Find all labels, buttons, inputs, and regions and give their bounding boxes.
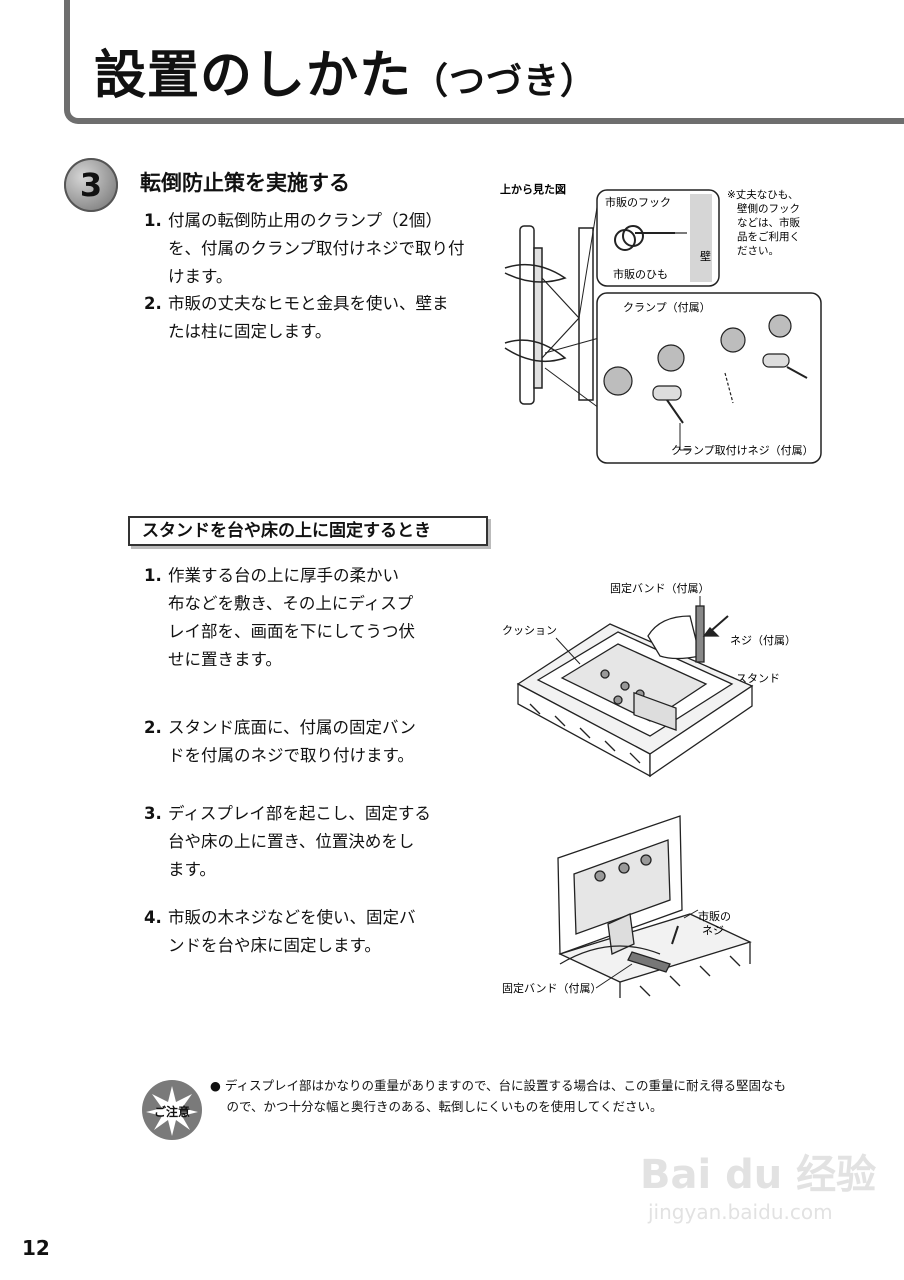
wall-illustration bbox=[690, 194, 712, 282]
display-rear-illustration bbox=[557, 815, 683, 965]
page-number: 12 bbox=[22, 1236, 50, 1260]
leader-line bbox=[683, 909, 699, 919]
leader-line bbox=[555, 637, 581, 665]
watermark-logo: Bai du 经验 bbox=[640, 1152, 877, 1198]
display-back-illustration bbox=[536, 631, 734, 737]
item-line: ドを付属のネジで取り付けます。 bbox=[168, 746, 414, 765]
item-line: ディスプレイ部を起こし、固定する bbox=[168, 804, 431, 823]
table-illustration bbox=[558, 913, 752, 998]
display-side-illustration bbox=[504, 225, 567, 405]
hook-illustration bbox=[614, 225, 687, 251]
step-title: 転倒防止策を実施する bbox=[140, 171, 350, 195]
item-line: せに置きます。 bbox=[168, 650, 282, 669]
stand-illustration bbox=[647, 605, 729, 663]
item-number: 2. bbox=[144, 294, 162, 313]
item-line: 市販の丈夫なヒモと金具を使い、壁ま bbox=[168, 294, 449, 313]
leader-line bbox=[709, 667, 735, 679]
note-line: などは、市販 bbox=[737, 216, 800, 229]
leader-line bbox=[595, 963, 633, 989]
item-line: レイ部を、画面を下にしてうつ伏 bbox=[168, 622, 416, 641]
string-line bbox=[541, 317, 580, 359]
item-number: 2. bbox=[144, 718, 162, 737]
page-title-sub: （つづき） bbox=[412, 61, 598, 102]
commercial-note: ※丈夫なひも、 壁側のフック などは、市販 品をご利用く ださい。 bbox=[727, 189, 800, 257]
note-line: 壁側のフック bbox=[737, 202, 800, 215]
anti-tip-figure: 上から見た図 市販のフック 壁 市販のひも ※丈夫なひも、 壁側のフック などは… bbox=[500, 182, 822, 464]
hook-callout-box bbox=[596, 189, 720, 287]
item-number: 3. bbox=[144, 804, 162, 823]
clamp-callout-box bbox=[596, 292, 822, 464]
face-down-figure: 固定バンド（付属） クッション ネジ（付属） スタンド bbox=[502, 581, 790, 778]
item-number: 1. bbox=[144, 211, 162, 230]
caution-badge: ご注意 bbox=[142, 1080, 202, 1140]
caution-line: ● ディスプレイ部はかなりの重量がありますので、台に設置する場合は、この重量に耐… bbox=[210, 1078, 787, 1093]
note-line: 品をご利用く bbox=[737, 230, 800, 243]
header-frame bbox=[64, 0, 904, 124]
wall-label: 壁 bbox=[700, 249, 711, 263]
item-line: ンドを台や床に固定します。 bbox=[168, 936, 381, 955]
clamp-illustration bbox=[603, 314, 808, 424]
item-line: 作業する台の上に厚手の柔かい bbox=[168, 566, 399, 585]
caution-line: ので、かつ十分な幅と奥行きのある、転倒しにくいものを使用してください。 bbox=[210, 1099, 663, 1114]
cushion-label: クッション bbox=[502, 624, 557, 637]
hook-label: 市販のフック bbox=[605, 195, 671, 209]
view-label: 上から見た図 bbox=[500, 182, 566, 196]
note-line: ※丈夫なひも、 bbox=[727, 189, 798, 201]
band-label: 固定バンド（付属） bbox=[502, 981, 602, 995]
item-line: スタンド底面に、付属の固定バン bbox=[168, 718, 416, 737]
stand-label: スタンド bbox=[736, 672, 780, 685]
item-number: 1. bbox=[144, 566, 162, 585]
wood-screw-label-line: 市販の bbox=[698, 909, 731, 923]
item-line: ます。 bbox=[168, 860, 216, 879]
wood-screw-label-line: ネジ bbox=[702, 924, 724, 937]
string-label: 市販のひも bbox=[613, 267, 668, 281]
caution-text: ● ディスプレイ部はかなりの重量がありますので、台に設置する場合は、この重量に耐… bbox=[210, 1075, 786, 1117]
upright-figure: 市販の ネジ 固定バンド（付属） bbox=[502, 815, 752, 998]
note-line: ださい。 bbox=[737, 245, 779, 257]
watermark-url: jingyan.baidu.com bbox=[648, 1200, 833, 1224]
stand-section-heading: スタンドを台や床の上に固定するとき bbox=[128, 516, 488, 546]
item-number: 4. bbox=[144, 908, 162, 927]
fixing-band-illustration bbox=[627, 925, 679, 973]
string-line bbox=[541, 277, 580, 319]
item-line: たは柱に固定します。 bbox=[168, 322, 332, 341]
page-title: 設置のしかた（つづき） bbox=[94, 50, 597, 102]
leader-line bbox=[544, 367, 600, 409]
caution-badge-label: ご注意 bbox=[154, 1104, 190, 1119]
page-title-main: 設置のしかた bbox=[94, 46, 413, 106]
item-line: 台や床の上に置き、位置決めをし bbox=[168, 832, 415, 851]
item-line: 市販の木ネジなどを使い、固定バ bbox=[168, 908, 416, 927]
item-line: 布などを敷き、その上にディスプ bbox=[168, 594, 414, 613]
leader-line bbox=[544, 337, 600, 354]
item-line: けます。 bbox=[168, 267, 233, 286]
clamp-label: クランプ（付属） bbox=[623, 301, 711, 314]
item-line: 付属の転倒防止用のクランプ（2個） bbox=[168, 211, 443, 230]
pillar-illustration bbox=[578, 227, 594, 401]
leader-line bbox=[578, 194, 600, 319]
clamp-screw-label: クランプ取付けネジ（付属） bbox=[671, 444, 814, 457]
band-label: 固定バンド（付属） bbox=[610, 581, 710, 595]
starburst-icon bbox=[146, 1086, 198, 1136]
item-line: を、付属のクランプ取付けネジで取り付 bbox=[168, 239, 465, 258]
step-number-badge: 3 bbox=[64, 158, 118, 212]
screw-label: ネジ（付属） bbox=[730, 634, 790, 647]
